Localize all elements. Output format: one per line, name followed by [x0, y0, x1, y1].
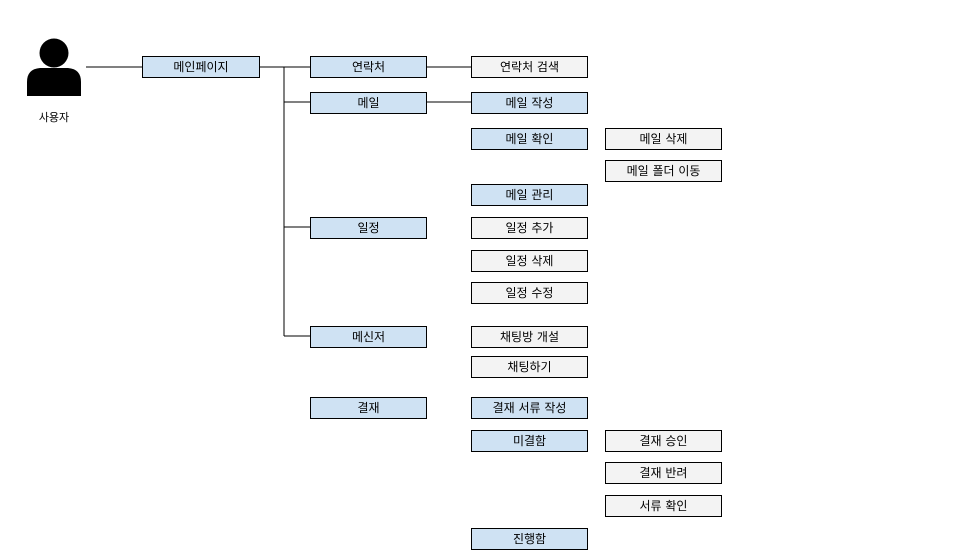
node-messenger: 메신저	[310, 326, 427, 348]
node-mail-manage: 메일 관리	[471, 184, 588, 206]
node-contact-search: 연락처 검색	[471, 56, 588, 78]
node-mail-check: 메일 확인	[471, 128, 588, 150]
node-schedule: 일정	[310, 217, 427, 239]
node-schedule-delete: 일정 삭제	[471, 250, 588, 272]
node-chatting: 채팅하기	[471, 356, 588, 378]
user-icon	[27, 38, 81, 96]
node-contacts: 연락처	[310, 56, 427, 78]
node-mail: 메일	[310, 92, 427, 114]
node-approval-reject: 결재 반려	[605, 462, 722, 484]
node-approval-approve: 결재 승인	[605, 430, 722, 452]
node-main-page: 메인페이지	[142, 56, 260, 78]
node-chatroom-open: 채팅방 개설	[471, 326, 588, 348]
node-document-check: 서류 확인	[605, 495, 722, 517]
node-mail-delete: 메일 삭제	[605, 128, 722, 150]
node-approval-draft: 결재 서류 작성	[471, 397, 588, 419]
node-approval: 결재	[310, 397, 427, 419]
node-in-progress-box: 진행함	[471, 528, 588, 550]
node-schedule-edit: 일정 수정	[471, 282, 588, 304]
actor-label: 사용자	[38, 111, 70, 124]
node-pending-box: 미결함	[471, 430, 588, 452]
node-mail-compose: 메일 작성	[471, 92, 588, 114]
node-mail-folder-move: 메일 폴더 이동	[605, 160, 722, 182]
node-schedule-add: 일정 추가	[471, 217, 588, 239]
